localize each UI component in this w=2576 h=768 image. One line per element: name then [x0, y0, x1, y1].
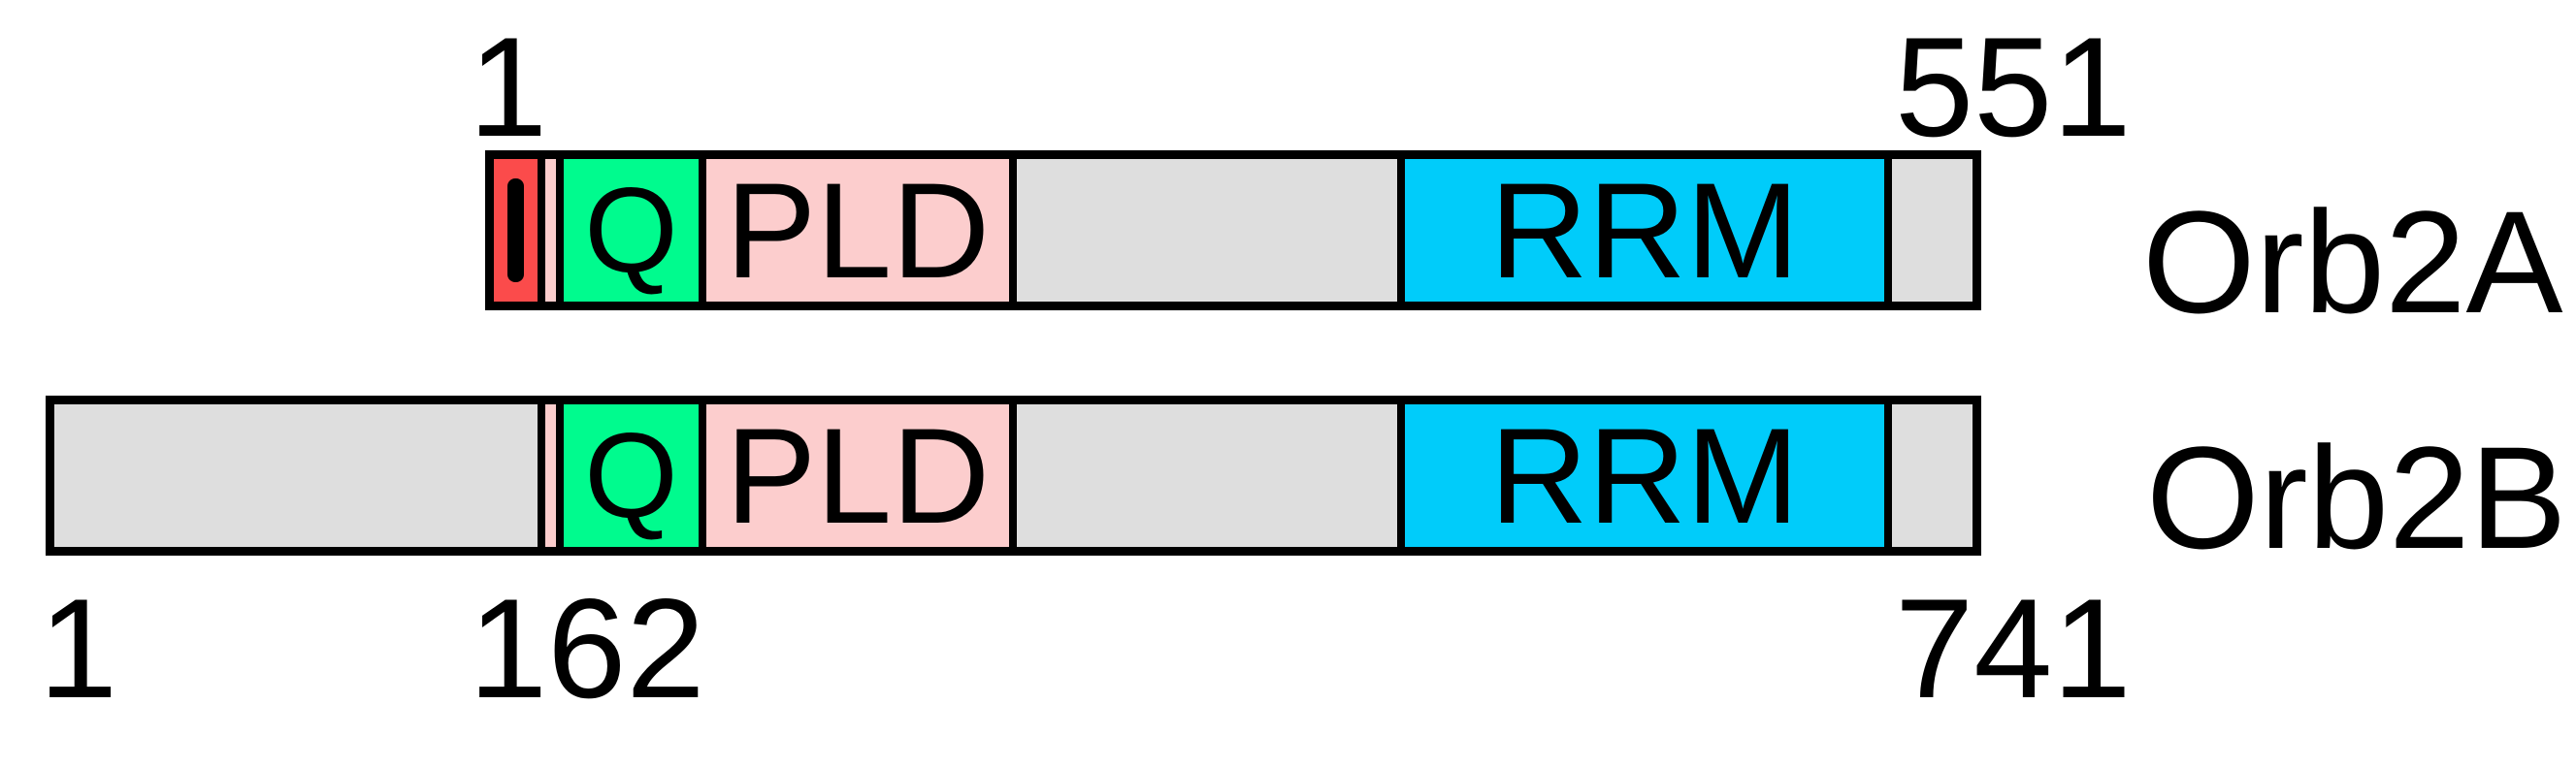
segment-pld-strip	[538, 159, 556, 302]
residue-label-orb2a-start: 1	[469, 8, 548, 166]
segment-linker	[1009, 404, 1397, 547]
segment-rrm: RRM	[1397, 159, 1884, 302]
segment-isoform-a-nterm	[494, 159, 538, 302]
segment-pld: PLD	[699, 404, 1009, 547]
domain-label-pld: PLD	[725, 153, 991, 306]
protein-name-orb2b: Orb2B	[2146, 416, 2567, 579]
segment-rrm: RRM	[1397, 404, 1884, 547]
residue-label-orb2b-162: 162	[469, 569, 705, 727]
segment-linker	[1009, 159, 1397, 302]
residue-label-orb2b-end: 741	[1895, 569, 2132, 727]
domain-label-rrm: RRM	[1489, 399, 1800, 552]
domain-label-q: Q	[584, 408, 678, 543]
nterm-start-marker-tick	[507, 178, 524, 282]
domain-label-q: Q	[584, 163, 678, 298]
segment-pld-strip	[538, 404, 556, 547]
segment-isoform-b-nterm	[54, 404, 538, 547]
segment-q-rich: Q	[556, 159, 699, 302]
segment-pld: PLD	[699, 159, 1009, 302]
domain-label-rrm: RRM	[1489, 153, 1800, 306]
residue-label-orb2a-end: 551	[1895, 8, 2132, 166]
protein-name-orb2a: Orb2A	[2142, 180, 2563, 343]
segment-cterm-tail	[1884, 159, 1973, 302]
segment-q-rich: Q	[556, 404, 699, 547]
domain-label-pld: PLD	[725, 399, 991, 552]
segment-cterm-tail	[1884, 404, 1973, 547]
residue-label-orb2b-start: 1	[39, 569, 118, 727]
